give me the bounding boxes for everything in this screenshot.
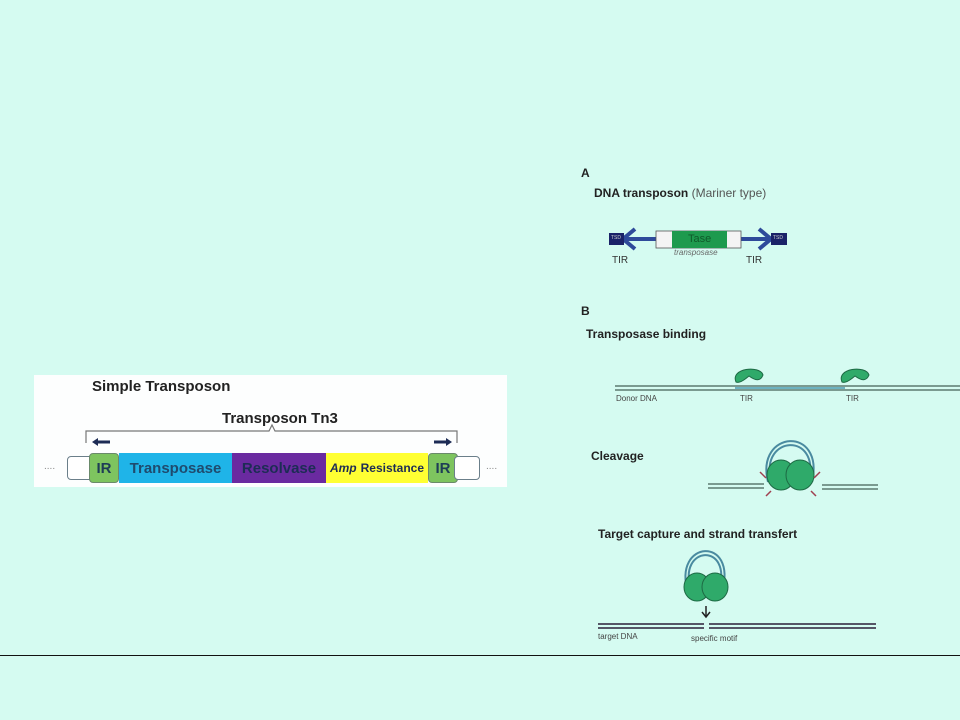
tsd-left-label: TSD (611, 235, 621, 241)
flank-box-left (67, 456, 93, 480)
segment-ir-left: IR (89, 453, 119, 483)
panel-a-letter: A (581, 166, 590, 180)
target-dna-label: target DNA (598, 632, 638, 641)
transposase-dimer-right (785, 459, 815, 491)
down-arrow-icon (701, 606, 711, 619)
left-arrow-icon (92, 438, 110, 446)
transposase-caption: transposase (674, 248, 718, 257)
tase-label: Tase (688, 233, 712, 245)
tn3-title: Simple Transposon (92, 378, 231, 395)
segment-ir-right: IR (428, 453, 458, 483)
flank-box-right (454, 456, 480, 480)
mariner-figure: A DNA transposon (Mariner type) TSD TSD … (560, 160, 960, 650)
ellipsis-left: .... (44, 461, 56, 472)
panel-b-letter: B (581, 304, 590, 318)
transposase-protein-2 (840, 368, 870, 383)
tir-label-2: TIR (846, 394, 859, 403)
ellipsis-right: .... (486, 461, 498, 472)
donor-dna-label: Donor DNA (616, 394, 657, 403)
transposase-dimer-right-target (701, 572, 729, 602)
tn3-bracket-arrows (85, 423, 458, 446)
tir-right-label: TIR (746, 255, 763, 266)
tsd-right-label: TSD (773, 235, 783, 241)
specific-motif-label: specific motif (691, 634, 738, 643)
step-binding-title: Transposase binding (586, 327, 707, 341)
panel-a-title: DNA transposon (Mariner type) (594, 186, 767, 200)
tase-gene (672, 231, 727, 248)
tir-label-1: TIR (740, 394, 753, 403)
segment-resolvase: Resolvase (232, 453, 326, 483)
step-cleavage-title: Cleavage (591, 449, 644, 463)
right-arrow-icon (434, 438, 452, 446)
segment-transposase: Transposase (119, 453, 232, 483)
transposase-protein-1 (734, 368, 764, 383)
brace (85, 423, 458, 443)
mariner-graphics (598, 227, 960, 629)
cleavage-arrows (759, 471, 821, 497)
divider-line (0, 655, 960, 656)
tn3-figure: Simple Transposon Transposon Tn3 .... IR… (34, 375, 507, 487)
step-target-title: Target capture and strand transfert (598, 527, 798, 541)
tsd-left-box (609, 233, 624, 245)
tn3-subtitle: Transposon Tn3 (222, 410, 338, 427)
tir-left-label: TIR (612, 255, 629, 266)
tsd-right-box (771, 233, 787, 245)
